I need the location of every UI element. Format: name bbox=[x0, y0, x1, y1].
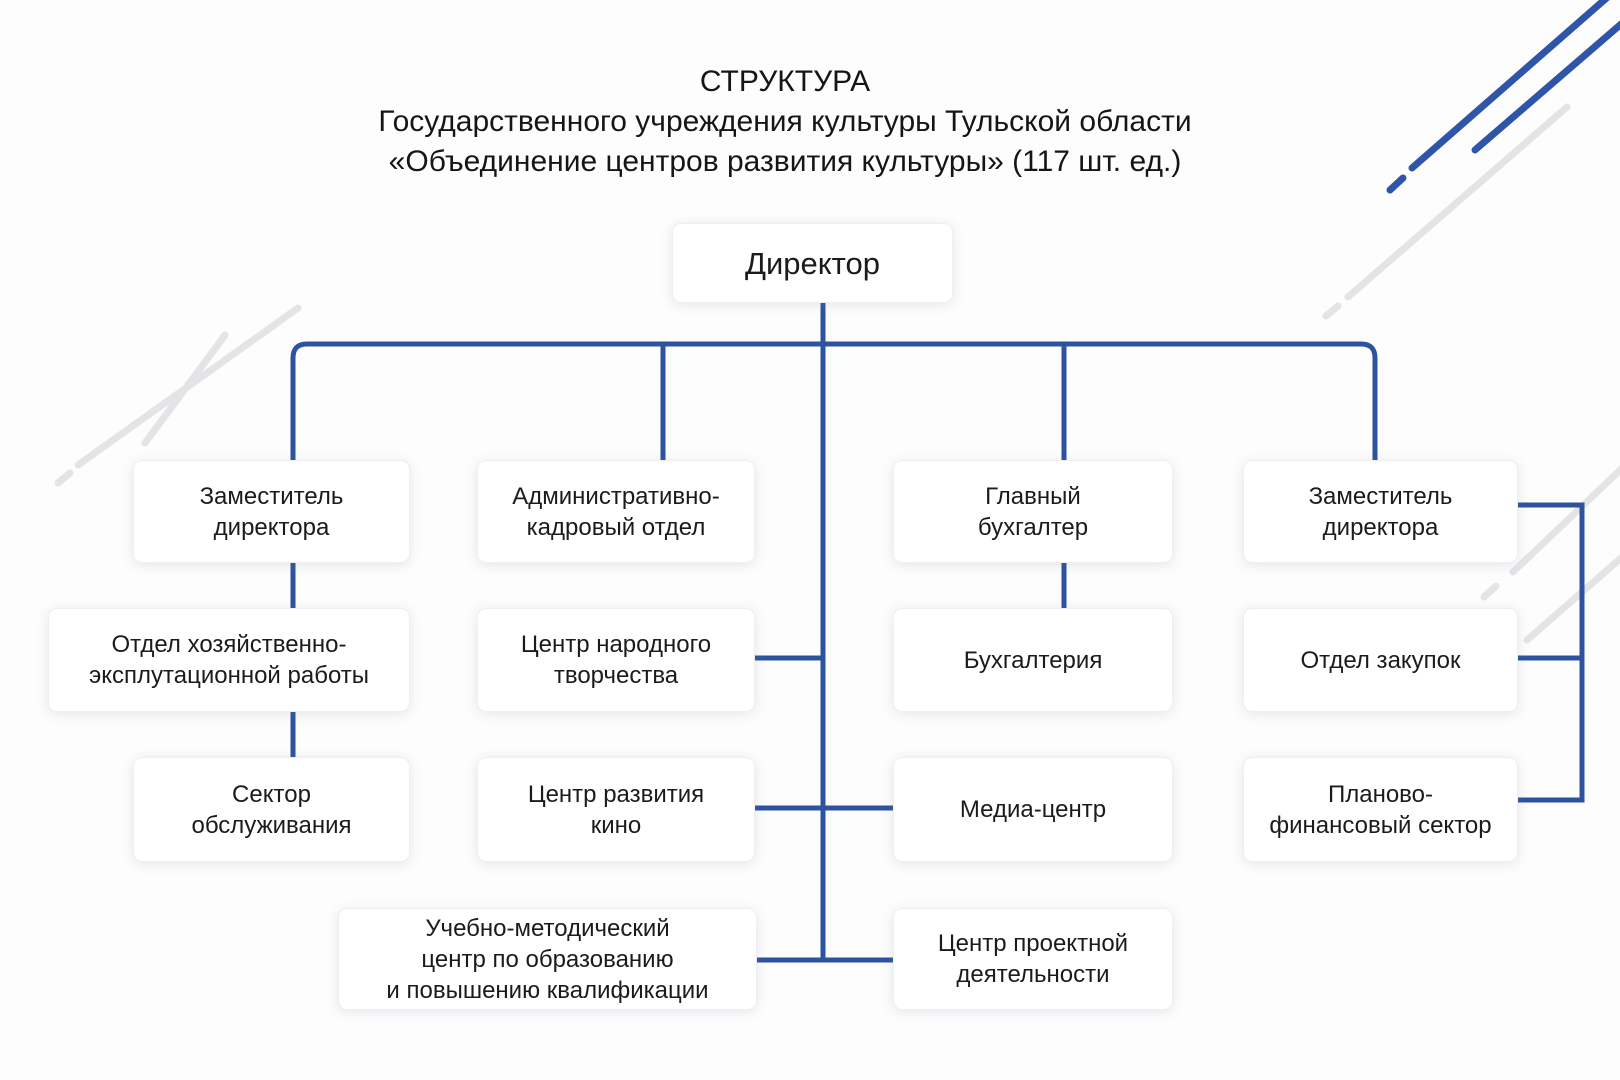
node-household-operations-dept: Отдел хозяйственно- эксплутационной рабо… bbox=[48, 608, 410, 712]
node-deputy-director-left: Заместитель директора bbox=[133, 460, 410, 563]
connector-lines bbox=[290, 303, 1585, 963]
node-service-sector: Сектор обслуживания bbox=[133, 757, 410, 862]
decor-blue-line-1 bbox=[1408, 0, 1610, 172]
node-director: Директор bbox=[672, 223, 953, 303]
node-accounting-dept: Бухгалтерия bbox=[893, 608, 1173, 712]
node-project-activity-center: Центр проектной деятельности bbox=[893, 908, 1173, 1010]
chart-title: СТРУКТУРА Государственного учреждения ку… bbox=[0, 62, 1570, 182]
node-cinema-development-center: Центр развития кино bbox=[477, 757, 755, 862]
decor-blue-dash bbox=[1386, 174, 1407, 194]
decor-gray-dash-topright bbox=[1322, 302, 1342, 320]
node-procurement-dept: Отдел закупок bbox=[1243, 608, 1518, 712]
node-finance-planning-sector: Планово- финансовый сектор bbox=[1243, 757, 1518, 862]
decor-gray-dash-right bbox=[1480, 582, 1500, 601]
decor-gray-line-right-lower bbox=[1523, 554, 1620, 644]
node-chief-accountant: Главный бухгалтер bbox=[893, 460, 1173, 563]
chart-title-line3: «Объединение центров развития культуры» … bbox=[388, 145, 1182, 178]
chart-title-line1: СТРУКТУРА bbox=[699, 65, 871, 98]
node-deputy-director-right: Заместитель директора bbox=[1243, 460, 1518, 563]
node-media-center: Медиа-центр bbox=[893, 757, 1173, 862]
node-folk-art-center: Центр народного творчества bbox=[477, 608, 755, 712]
decor-blue-line-2 bbox=[1471, 20, 1620, 154]
decor-gray-dash-left bbox=[54, 469, 74, 487]
decor-gray-lines bbox=[54, 103, 1620, 644]
decor-blue-lines bbox=[1386, 0, 1620, 194]
connector-top-bar bbox=[290, 341, 1378, 460]
chart-title-line2: Государственного учреждения культуры Тул… bbox=[378, 105, 1192, 138]
decor-gray-line-left-short bbox=[141, 331, 229, 447]
node-training-methodology-center: Учебно-методический центр по образованию… bbox=[338, 908, 757, 1010]
node-admin-hr-dept: Административно- кадровый отдел bbox=[477, 460, 755, 563]
connector-right-bracket bbox=[1518, 502, 1585, 803]
decor-gray-line-topright bbox=[1344, 103, 1571, 301]
decor-gray-line-right-upper bbox=[1509, 465, 1620, 576]
